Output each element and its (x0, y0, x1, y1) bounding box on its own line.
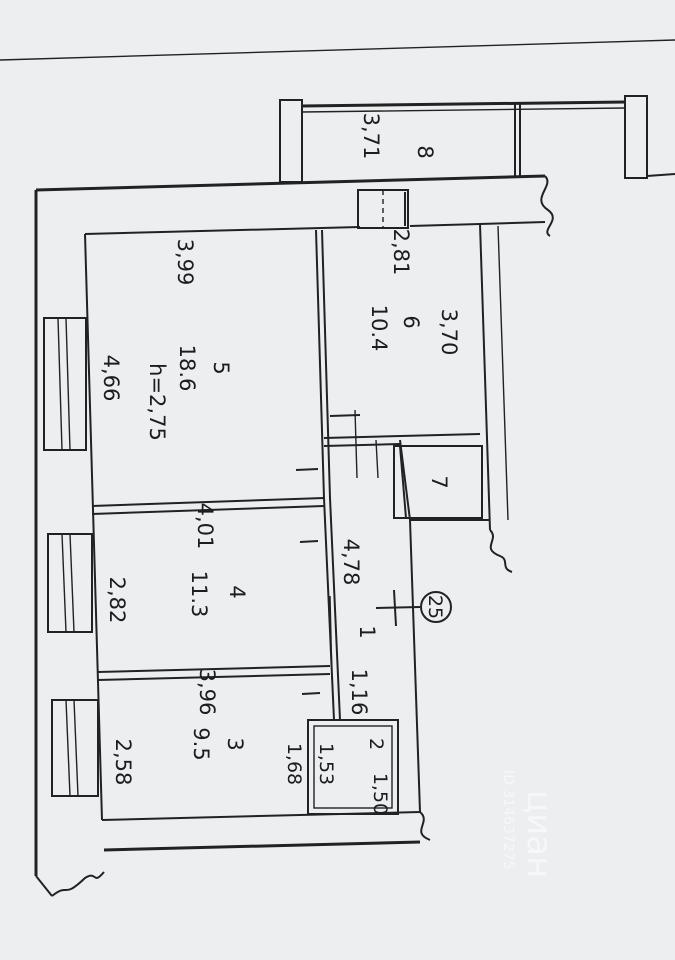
room-7-number-label: 7 (427, 475, 451, 488)
extra-dimension-label: 1,68 (283, 743, 305, 785)
room-4-length-label: 2,82 (105, 577, 129, 624)
room-6-area-label: 10.4 (367, 305, 391, 352)
room-4-area-label: 11.3 (187, 571, 211, 618)
room-5-height-label: h=2,75 (145, 363, 169, 441)
room-5-length-label: 4,66 (99, 355, 123, 402)
balcony-number-label: 8 (413, 145, 437, 158)
flat-number-marker: 25 (420, 591, 452, 623)
room-5-width-label: 3,99 (173, 239, 197, 286)
room-3-length-label: 2,58 (111, 739, 135, 786)
room-5-area-label: 18.6 (175, 345, 199, 392)
watermark-brand: циан (519, 790, 559, 878)
watermark: циан ID 314637275 (500, 770, 559, 878)
room-3-number-label: 3 (223, 737, 247, 750)
room-4-width-label: 4,01 (193, 503, 217, 550)
room-3-area-label: 9.5 (189, 727, 213, 760)
windows (43, 317, 99, 797)
room-2-length-label: 1,50 (369, 773, 391, 815)
room-6-number-label: 6 (399, 315, 423, 328)
balcony-width-label: 3,71 (359, 113, 383, 160)
room-1-width-label: 1,16 (347, 669, 371, 716)
room-2-width-label: 1,53 (315, 743, 337, 785)
room-1-number-label: 1 (355, 625, 379, 638)
room-3-width-label: 3,96 (195, 669, 219, 716)
flat-number-label: 25 (424, 595, 446, 619)
room-2-number-label: 2 (365, 738, 387, 750)
outer-walls (34, 174, 554, 897)
room-5-number-label: 5 (209, 361, 233, 374)
room-1-length-label: 4,78 (339, 539, 363, 586)
room-6-width-label: 2,81 (389, 229, 413, 276)
room-4-number-label: 4 (225, 585, 249, 598)
watermark-id: ID 314637275 (500, 770, 516, 870)
interior-walls (91, 229, 483, 815)
room-6-length-label: 3,70 (437, 309, 461, 356)
paper-fold-line (0, 39, 675, 61)
